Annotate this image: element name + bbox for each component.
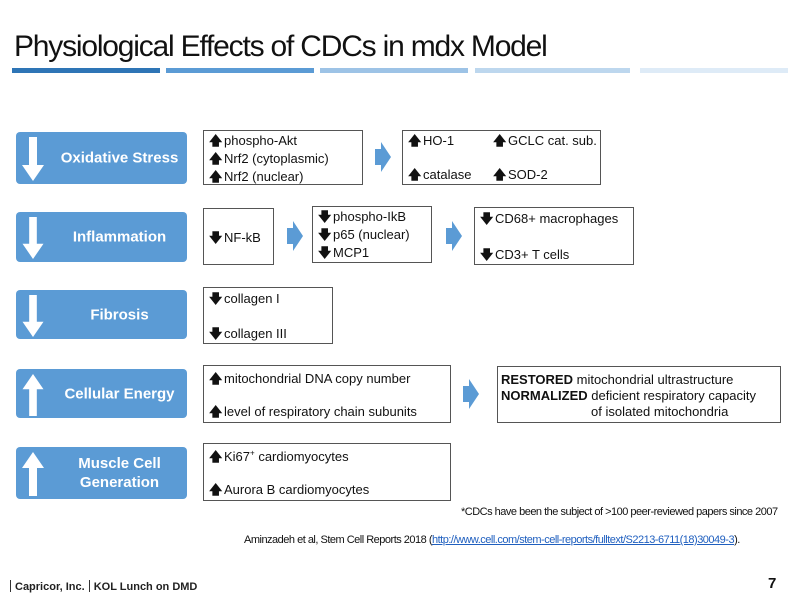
flow-arrow-icon bbox=[287, 221, 303, 251]
title-bar-segment bbox=[320, 68, 468, 73]
category-fibrosis: Fibrosis bbox=[16, 290, 187, 339]
muscle-box-1: 🡅Ki67+ cardiomyocytes 🡅Aurora B cardiomy… bbox=[203, 443, 451, 501]
oxidative-box-2: 🡅HO-1 🡅GCLC cat. sub. 🡅catalase 🡅SOD-2 bbox=[402, 130, 601, 185]
inflammation-box-2: 🡇phospho-IkB 🡇p65 (nuclear) 🡇MCP1 bbox=[312, 206, 432, 263]
down-arrow-icon bbox=[22, 217, 44, 259]
up-arrow-icon: 🡅 bbox=[493, 133, 507, 148]
up-arrow-icon: 🡅 bbox=[493, 167, 507, 182]
footnote: *CDCs have been the subject of >100 peer… bbox=[461, 506, 778, 518]
energy-box-2: RESTORED mitochondrial ultrastructure NO… bbox=[497, 366, 781, 423]
down-arrow-icon: 🡇 bbox=[318, 209, 332, 224]
up-arrow-icon: 🡅 bbox=[209, 371, 223, 386]
footer: Capricor, Inc.KOL Lunch on DMD bbox=[6, 580, 197, 593]
category-muscle-cell-generation: Muscle Cell Generation bbox=[16, 447, 187, 499]
down-arrow-icon: 🡇 bbox=[209, 230, 223, 245]
fibrosis-box-1: 🡇collagen I 🡇collagen III bbox=[203, 287, 333, 344]
up-arrow-icon: 🡅 bbox=[209, 169, 223, 184]
citation: Aminzadeh et al, Stem Cell Reports 2018 … bbox=[244, 534, 740, 546]
up-arrow-icon: 🡅 bbox=[209, 449, 223, 464]
up-arrow-icon: 🡅 bbox=[209, 151, 223, 166]
up-arrow-icon: 🡅 bbox=[209, 482, 223, 497]
footer-divider bbox=[10, 580, 11, 592]
up-arrow-icon: 🡅 bbox=[408, 133, 422, 148]
up-arrow-icon: 🡅 bbox=[209, 133, 223, 148]
up-arrow-icon: 🡅 bbox=[408, 167, 422, 182]
title-bar-segment bbox=[475, 68, 630, 73]
oxidative-box-1: 🡅phospho-Akt 🡅Nrf2 (cytoplasmic) 🡅Nrf2 (… bbox=[203, 130, 363, 185]
category-oxidative-stress: Oxidative Stress bbox=[16, 132, 187, 184]
down-arrow-icon: 🡇 bbox=[209, 291, 223, 306]
flow-arrow-icon bbox=[375, 142, 391, 172]
down-arrow-icon: 🡇 bbox=[318, 227, 332, 242]
down-arrow-icon: 🡇 bbox=[480, 247, 494, 262]
down-arrow-icon: 🡇 bbox=[318, 245, 332, 260]
footer-divider bbox=[88, 580, 90, 592]
down-arrow-icon bbox=[22, 295, 44, 337]
inflammation-box-3: 🡇CD68+ macrophages 🡇CD3+ T cells bbox=[474, 207, 634, 265]
up-arrow-icon bbox=[22, 374, 44, 416]
up-arrow-icon: 🡅 bbox=[209, 404, 223, 419]
category-cellular-energy: Cellular Energy bbox=[16, 369, 187, 418]
category-inflammation: Inflammation bbox=[16, 212, 187, 262]
page-number: 7 bbox=[768, 575, 777, 592]
title-bar-segment bbox=[166, 68, 314, 73]
flow-arrow-icon bbox=[446, 221, 462, 251]
energy-box-1: 🡅mitochondrial DNA copy number 🡅level of… bbox=[203, 365, 451, 423]
up-arrow-icon bbox=[22, 452, 44, 496]
title-bar-segment bbox=[12, 68, 160, 73]
down-arrow-icon: 🡇 bbox=[480, 211, 494, 226]
down-arrow-icon: 🡇 bbox=[209, 326, 223, 341]
flow-arrow-icon bbox=[463, 379, 479, 409]
down-arrow-icon bbox=[22, 137, 44, 181]
title-bar-segment bbox=[640, 68, 788, 73]
citation-link[interactable]: http://www.cell.com/stem-cell-reports/fu… bbox=[432, 534, 735, 546]
inflammation-box-1: 🡇NF-kB bbox=[203, 208, 274, 265]
slide-title: Physiological Effects of CDCs in mdx Mod… bbox=[14, 30, 548, 63]
